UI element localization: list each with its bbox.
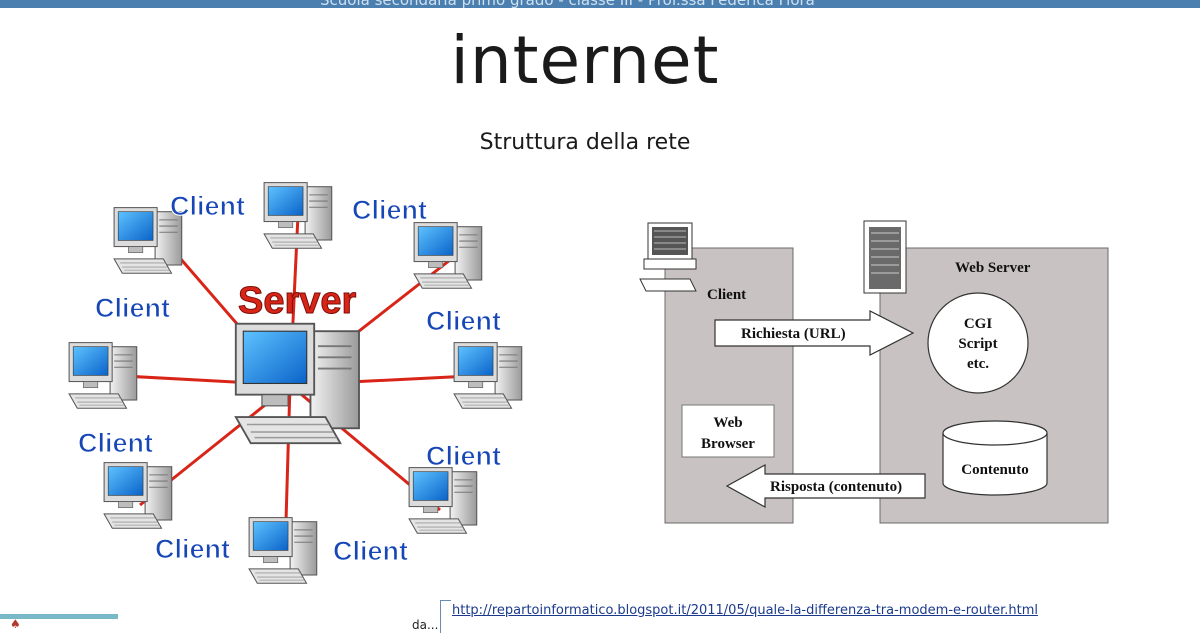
client-computer-icon [408, 467, 478, 534]
web-browser-box [681, 404, 775, 458]
web-server-label: Web Server [955, 260, 1031, 276]
header-band: Scuola secondaria primo grado - classe I… [0, 0, 1200, 8]
web-server-diagram: Client Web Server Richiesta (URL) CGI Sc… [639, 220, 1109, 524]
cgi-label-line1: CGI [964, 316, 993, 332]
response-label: Risposta (contenuto) [770, 479, 902, 495]
browser-label-line1: Web [713, 415, 742, 431]
client-label: Client [95, 293, 170, 323]
client-label: Client [352, 195, 427, 225]
source-bracket [440, 600, 451, 633]
client-computer-icon [453, 342, 523, 409]
server-computer-icon [234, 322, 360, 445]
client-computer-icon [68, 342, 138, 409]
source-prefix: da... [412, 618, 439, 632]
client-computer-icon [248, 517, 318, 584]
browser-label-line2: Browser [701, 436, 755, 452]
cgi-script-circle [927, 292, 1029, 394]
content-database-cylinder [942, 420, 1048, 496]
client-computer-icon [103, 462, 173, 529]
header-band-text: Scuola secondaria primo grado - classe I… [320, 0, 815, 8]
client-computer-icon [263, 182, 333, 249]
client-label: Client [707, 287, 746, 303]
request-label: Richiesta (URL) [741, 326, 846, 342]
footer-accent-bar [0, 614, 118, 619]
client-label: Client [426, 306, 501, 336]
client-label: Client [426, 441, 501, 471]
footer-logo-icon: ♠ [10, 617, 21, 631]
client-computer-icon [413, 222, 483, 289]
server-tower-icon [863, 220, 907, 294]
slide-title: internet [450, 22, 720, 99]
response-arrow: Risposta (contenuto) [725, 463, 926, 509]
cgi-label-line2: Script [958, 336, 997, 352]
client-label: Client [333, 536, 408, 566]
client-label: Client [78, 428, 153, 458]
content-label: Contenuto [961, 462, 1029, 478]
server-label: Server [238, 280, 357, 322]
slide-subtitle: Struttura della rete [479, 130, 691, 155]
client-server-network-diagram: Server Client Client Client Client Clien… [68, 182, 523, 584]
client-monitor-icon [639, 222, 697, 292]
cgi-label-line3: etc. [967, 356, 989, 372]
client-label: Client [155, 534, 230, 564]
request-arrow: Richiesta (URL) [714, 310, 915, 356]
client-label: Client [170, 191, 245, 221]
source-link[interactable]: http://repartoinformatico.blogspot.it/20… [452, 603, 1038, 618]
